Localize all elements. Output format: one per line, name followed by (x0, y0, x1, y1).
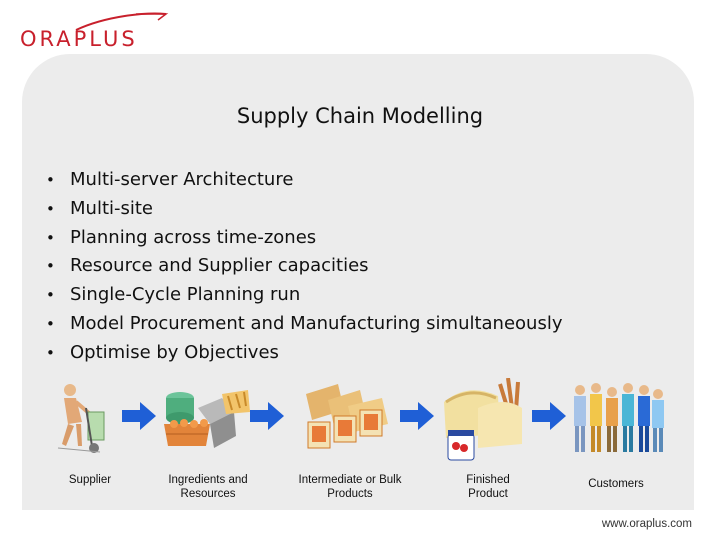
ingredients-crates-icon (164, 390, 250, 448)
chain-label-supplier: Supplier (68, 474, 112, 486)
bullet-item: •Model Procurement and Manufacturing sim… (46, 312, 563, 334)
bullet-item: •Single-Cycle Planning run (46, 284, 301, 306)
chain-label-customers: Customers (588, 478, 644, 490)
slide-title: Supply Chain Modelling (236, 104, 484, 128)
flow-arrow-icon (122, 402, 156, 430)
bullet-item: •Multi-site (46, 197, 154, 219)
bullet-list: •Multi-server Architecture •Multi-site •… (46, 166, 563, 368)
oraplus-logo: ORAPLUS (20, 12, 169, 51)
flow-arrow-icon (532, 402, 566, 430)
bread-and-jar-icon (444, 378, 522, 461)
bullet-item: •Planning across time-zones (46, 226, 317, 248)
supplier-with-handcart-icon (57, 384, 105, 453)
bullet-item: •Resource and Supplier capacities (46, 255, 369, 277)
flow-arrow-icon (250, 402, 284, 430)
website-footer: www.oraplus.com (601, 518, 692, 530)
customers-group-icon (574, 383, 664, 452)
bulk-sacks-icon (306, 384, 388, 449)
bullet-item: •Optimise by Objectives (46, 341, 279, 363)
logo-text: ORAPLUS (20, 27, 138, 51)
bullet-item: •Multi-server Architecture (46, 169, 294, 190)
flow-arrow-icon (400, 402, 434, 430)
